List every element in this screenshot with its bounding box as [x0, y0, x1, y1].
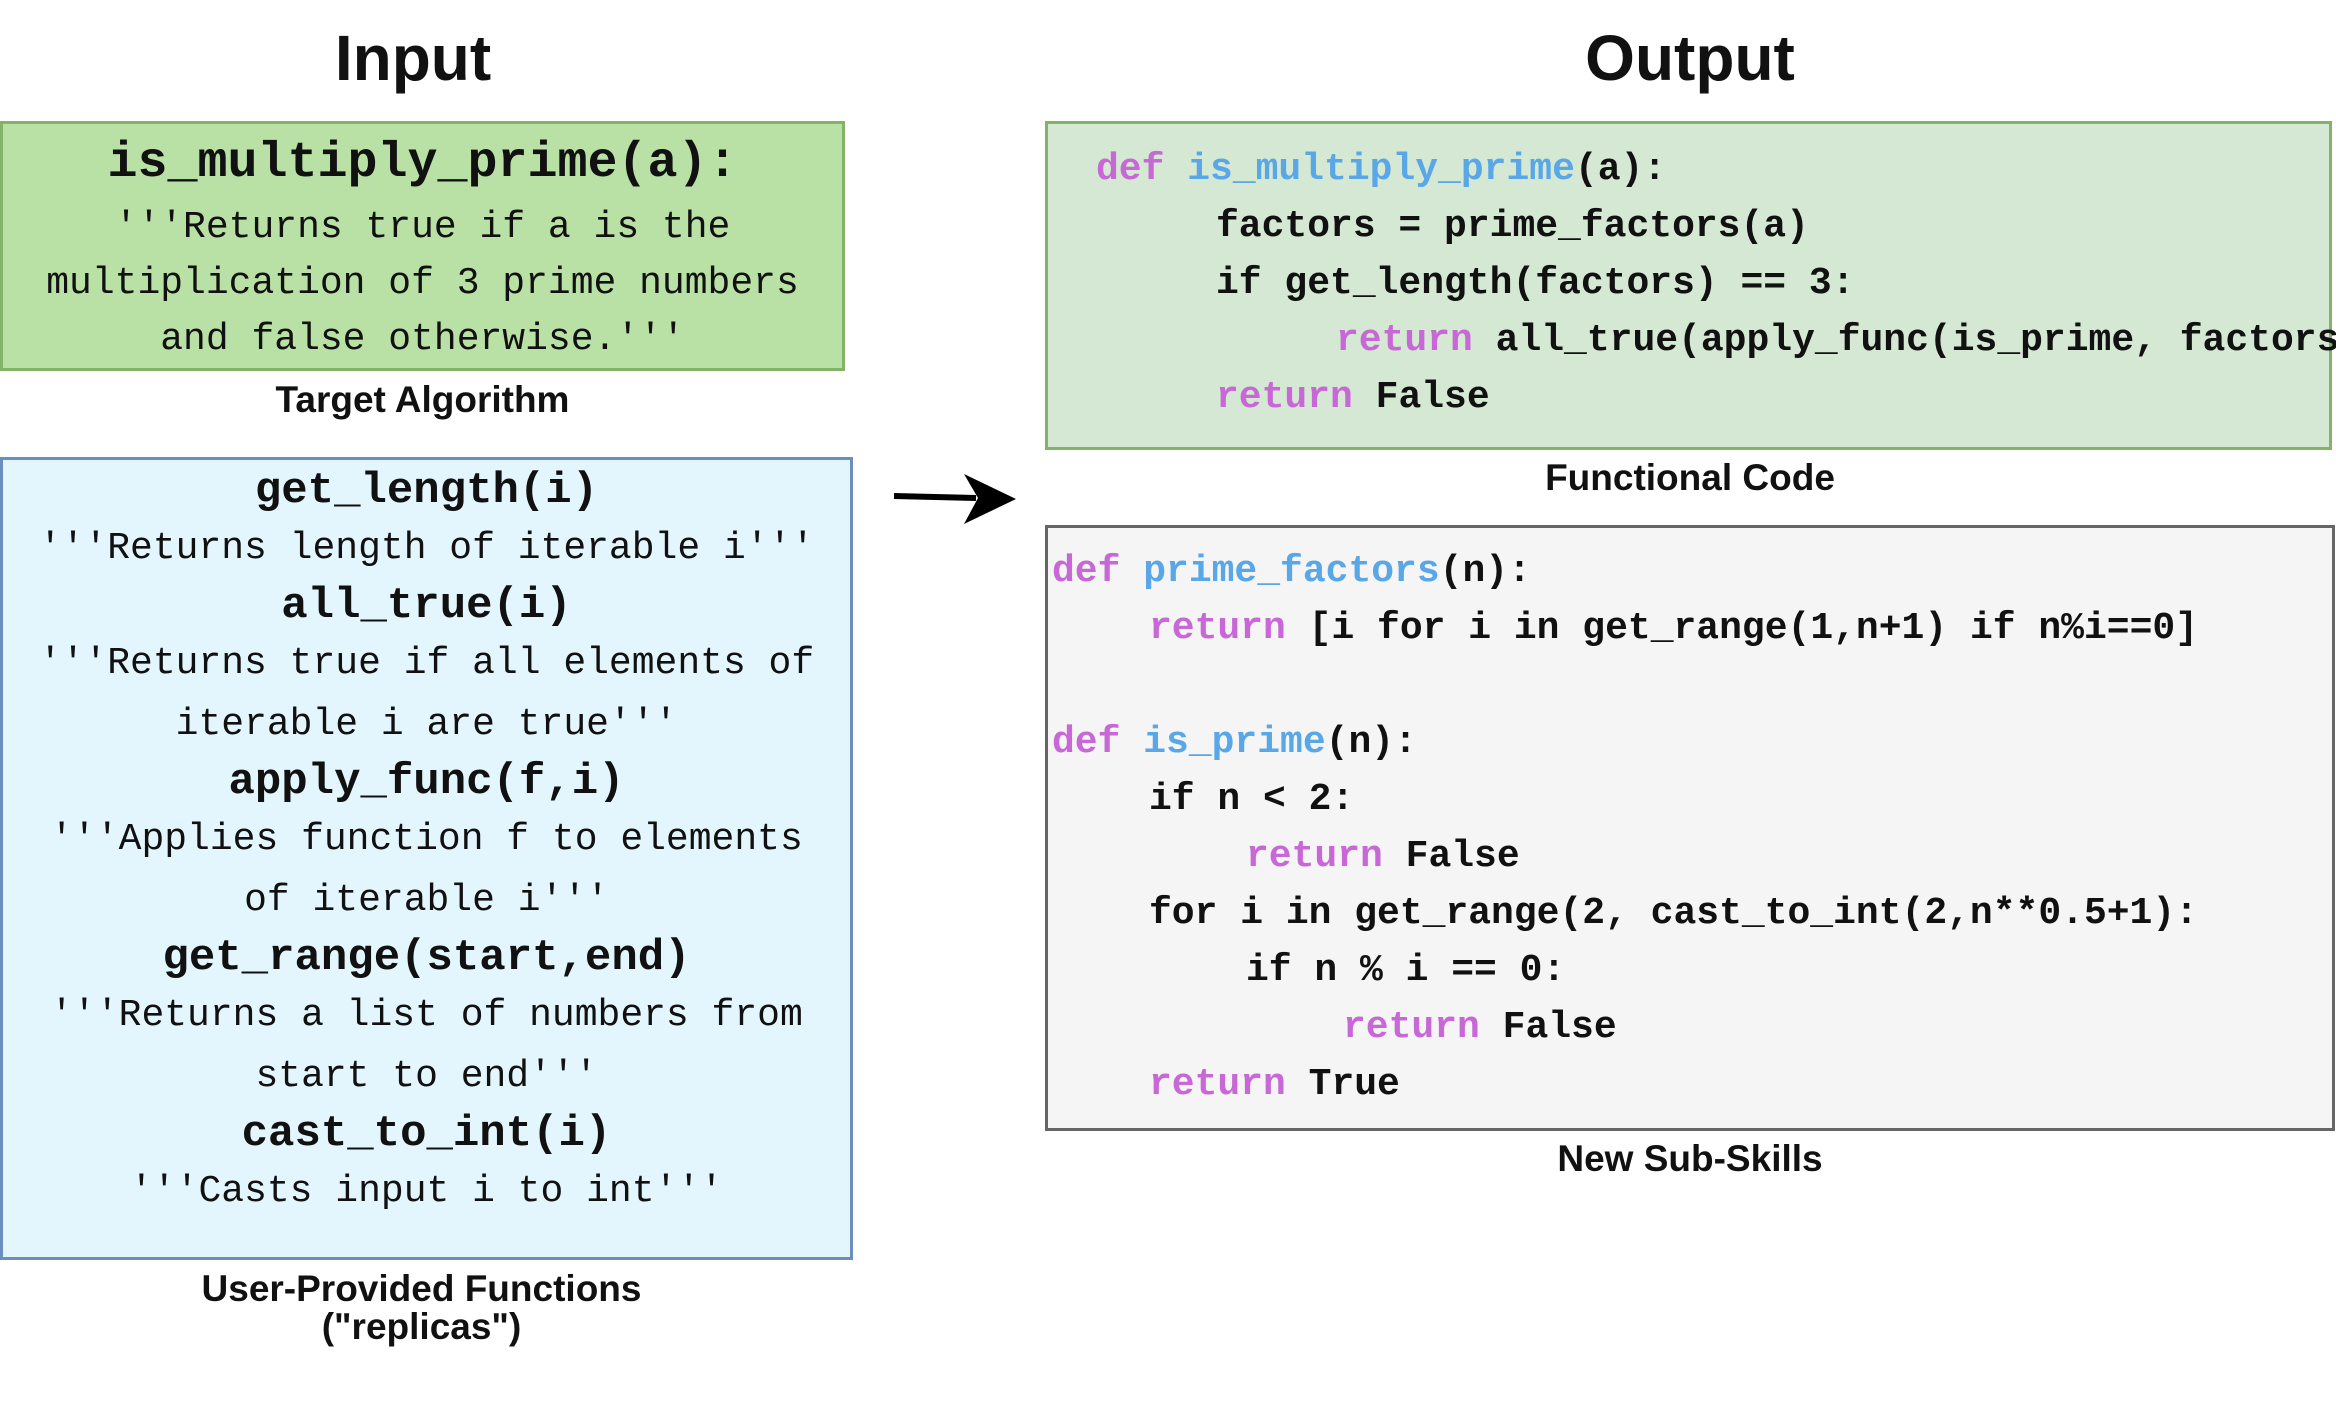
code-line: return False	[1343, 1006, 1617, 1050]
function-name-token: is_multiply_prime	[1187, 148, 1575, 191]
code-token: (a):	[1574, 148, 1667, 191]
target-doc-line: and false otherwise.'''	[160, 318, 685, 361]
code-line: factors = prime_factors(a)	[1216, 205, 1809, 249]
code-token: if get_length(factors) == 3:	[1216, 262, 1855, 305]
right-arrow-icon	[893, 474, 1016, 524]
keyword-token: return	[1336, 319, 1496, 362]
code-line: if get_length(factors) == 3:	[1216, 262, 1855, 306]
function-name-token: is_prime	[1143, 721, 1326, 764]
code-token: False	[1502, 1006, 1617, 1049]
code-token: (n):	[1439, 550, 1531, 593]
keyword-token: def	[1052, 721, 1144, 764]
code-line: return all_true(apply_func(is_prime, fac…	[1336, 319, 2336, 363]
code-token: if n % i == 0:	[1246, 949, 1566, 992]
target-signature: is_multiply_prime(a):	[107, 135, 738, 192]
function-doc-line: '''Returns a list of numbers from	[50, 994, 803, 1037]
code-token: if n < 2:	[1149, 778, 1355, 821]
code-line: def is_multiply_prime(a):	[1096, 148, 1666, 192]
code-token: factors = prime_factors(a)	[1216, 205, 1809, 248]
function-doc-line: '''Applies function f to elements	[50, 818, 803, 861]
function-signature: cast_to_int(i)	[241, 1109, 612, 1159]
target-doc-line: multiplication of 3 prime numbers	[46, 262, 799, 305]
new-sub-skills-caption: New Sub-Skills	[1557, 1138, 1823, 1179]
code-line: return True	[1149, 1063, 1400, 1107]
function-doc-line: start to end'''	[255, 1055, 598, 1098]
function-doc-line: iterable i are true'''	[175, 703, 678, 746]
function-doc-line: '''Returns length of iterable i'''	[38, 527, 815, 570]
target-algorithm-caption: Target Algorithm	[275, 379, 570, 420]
function-signature: get_range(start,end)	[162, 933, 691, 983]
keyword-token: def	[1096, 148, 1188, 191]
target-docstring: '''Returns true if a is the multiplicati…	[3, 200, 842, 368]
code-token: True	[1308, 1063, 1400, 1106]
function-name-token: prime_factors	[1143, 550, 1440, 593]
code-token: all_true(apply_func(is_prime, factors))	[1495, 319, 2336, 362]
code-line: return False	[1216, 376, 1490, 420]
user-functions-caption: User-Provided Functions ("replicas")	[0, 1270, 843, 1346]
keyword-token: return	[1216, 376, 1376, 419]
function-signature: apply_func(f,i)	[228, 757, 625, 807]
code-token: for i in get_range(2, cast_to_int(2,n**0…	[1149, 892, 2198, 935]
code-token: [i for i in get_range(1,n+1) if n%i==0]	[1308, 607, 2198, 650]
function-doc-line: '''Casts input i to int'''	[130, 1170, 723, 1213]
code-token: False	[1405, 835, 1520, 878]
function-signature: get_length(i)	[254, 466, 599, 516]
keyword-token: return	[1343, 1006, 1503, 1049]
code-line: return [i for i in get_range(1,n+1) if n…	[1149, 607, 2198, 651]
target-algorithm-box: is_multiply_prime(a): '''Returns true if…	[0, 121, 845, 371]
code-line: return False	[1246, 835, 1520, 879]
code-line: def is_prime(n):	[1052, 721, 1417, 765]
code-line: if n < 2:	[1149, 778, 1354, 822]
code-line: def prime_factors(n):	[1052, 550, 1531, 594]
code-token: (n):	[1325, 721, 1417, 764]
user-functions-caption-line: ("replicas")	[321, 1306, 522, 1347]
function-doc-line: '''Returns true if all elements of	[38, 642, 815, 685]
keyword-token: def	[1052, 550, 1144, 593]
keyword-token: return	[1149, 1063, 1309, 1106]
functional-code-caption: Functional Code	[1545, 457, 1835, 498]
user-functions-box: get_length(i) '''Returns length of iterab…	[0, 457, 853, 1260]
function-doc-line: of iterable i'''	[244, 879, 609, 922]
keyword-token: return	[1246, 835, 1406, 878]
target-doc-line: '''Returns true if a is the	[114, 206, 731, 249]
user-functions-caption-line: User-Provided Functions	[201, 1268, 642, 1309]
function-signature: all_true(i)	[281, 581, 572, 631]
code-line: if n % i == 0:	[1246, 949, 1565, 993]
code-line: for i in get_range(2, cast_to_int(2,n**0…	[1149, 892, 2198, 936]
keyword-token: return	[1149, 607, 1309, 650]
code-token: False	[1375, 376, 1490, 419]
function-list: get_length(i) '''Returns length of iterab…	[3, 460, 850, 1222]
output-heading: Output	[1585, 22, 1795, 94]
new-sub-skills-box: def prime_factors(n):return [i for i in …	[1045, 525, 2335, 1131]
input-heading: Input	[334, 22, 492, 94]
functional-code-box: def is_multiply_prime(a):factors = prime…	[1045, 121, 2336, 450]
